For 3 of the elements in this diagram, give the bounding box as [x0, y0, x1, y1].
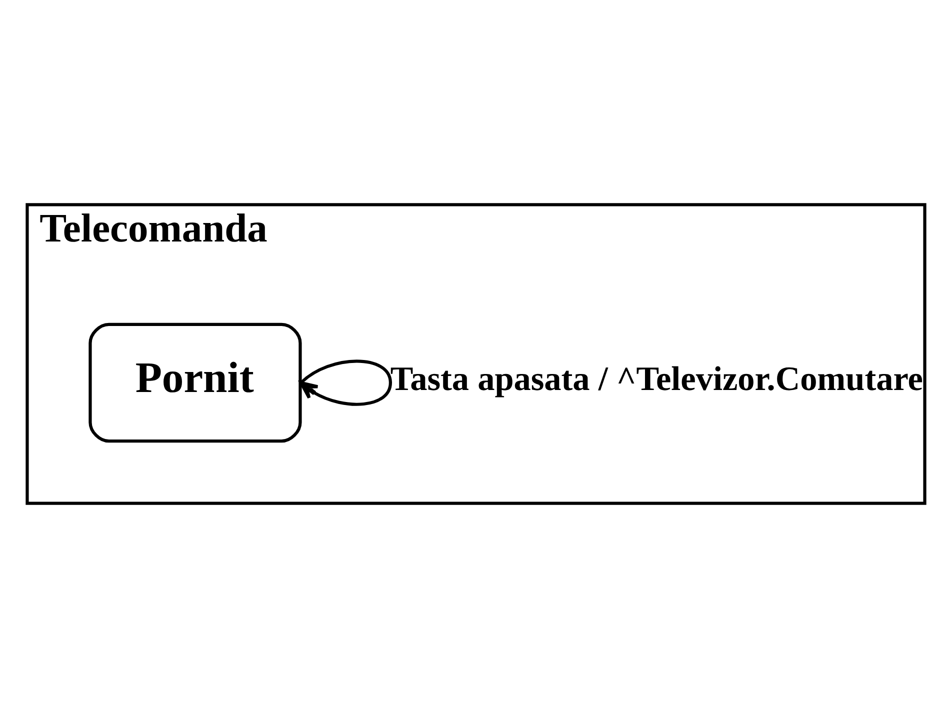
arrow — [299, 360, 392, 406]
node-box: Pornit — [88, 322, 302, 443]
edge-label: Tasta apasata / ^Televizor.Comutare — [390, 360, 923, 398]
